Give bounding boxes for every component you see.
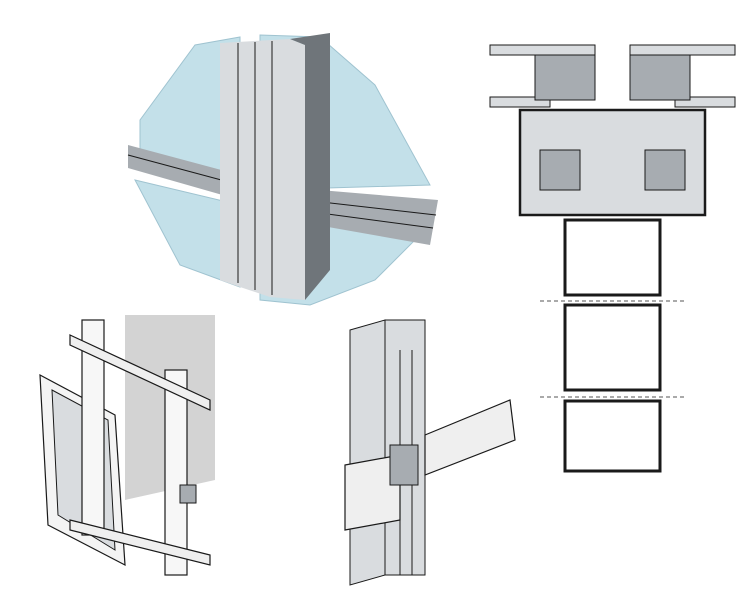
frame-drawing [39,315,215,576]
transom-bar-upper [69,334,211,411]
steel-tube-lower [563,399,662,473]
transom-right [424,399,516,476]
isometric-glass-intersection-view [120,25,450,315]
section-drawing [489,44,736,473]
glass-unit-left-outer [489,44,596,56]
connection-drawing [344,319,516,586]
glass-unit-right-outer [629,44,736,56]
mullion-back-box [349,319,386,586]
mullion-side-shadow [290,33,330,300]
mullion-transom-connection-view [330,315,520,590]
connection-cleat [389,444,419,486]
steel-tube-middle [563,303,662,392]
mullion-post-right [164,369,188,576]
glass-unit-right-inner [674,96,736,108]
pressure-cap-right [629,54,691,101]
horizontal-section-view [480,35,745,475]
steel-tube-upper [563,218,662,297]
isometric-drawing [127,33,438,306]
transom-bar-lower [69,519,211,566]
bracket-clip [179,484,197,504]
panel-frame-assembly-view [30,310,220,580]
mullion-profile [220,39,305,300]
glass-unit-left-inner [489,96,551,108]
fixing-clip-right [644,149,686,191]
fixing-clip-left [539,149,581,191]
transom-left [344,454,401,531]
pressure-cap-left [534,54,596,101]
transom-profile-left [128,145,240,200]
